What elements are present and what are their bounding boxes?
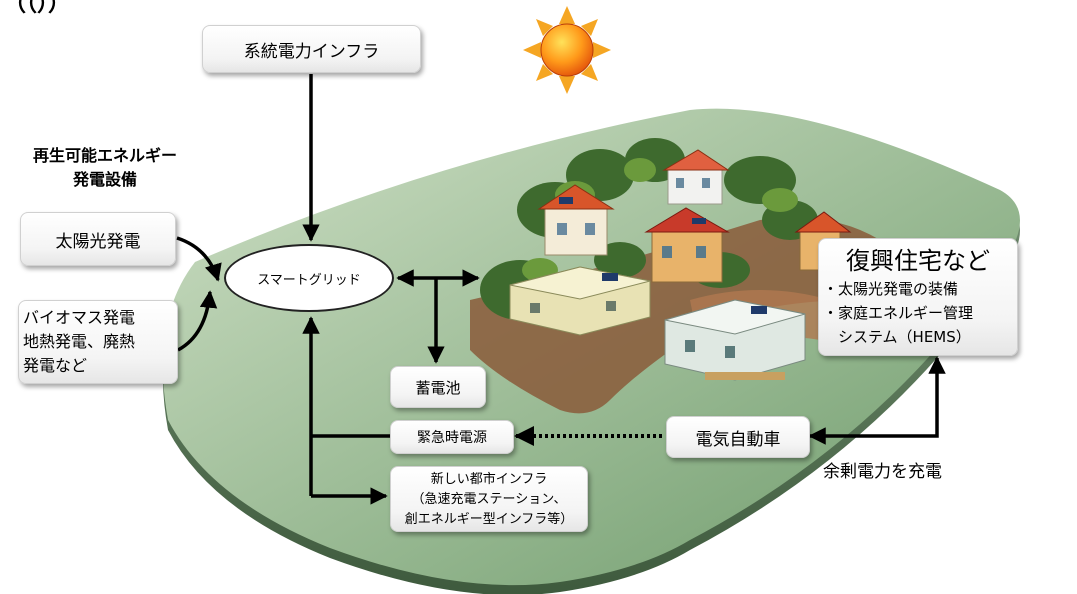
reconstruction-housing-box: 復興住宅など ・太陽光発電の装備 ・家庭エネルギー管理 システム（HEMS） <box>818 238 1018 356</box>
solar-power-box: 太陽光発電 <box>20 212 176 266</box>
grid-infrastructure-box: 系統電力インフラ <box>202 25 421 73</box>
renewable-heading: 再生可能エネルギー 発電設備 <box>10 144 200 192</box>
urban-infrastructure-box: 新しい都市インフラ （急速充電ステーション、 創エネルギー型インフラ等） <box>390 466 588 532</box>
title-fragment: （（）） <box>4 0 71 17</box>
biomass-line1: バイオマス発電 <box>23 308 136 327</box>
village-illustration <box>470 138 880 414</box>
battery-box: 蓄電池 <box>390 366 486 408</box>
arrow-ev-housing <box>808 356 946 445</box>
renewable-heading-line2: 発電設備 <box>72 170 137 189</box>
arrow-biomass-to-smartgrid <box>177 290 218 352</box>
sun-icon <box>523 6 611 94</box>
grid-infrastructure-label: 系統電力インフラ <box>243 41 380 62</box>
solar-power-label: 太陽光発電 <box>55 231 141 252</box>
electric-vehicle-box: 電気自動車 <box>666 416 810 458</box>
housing-item-3: システム（HEMS） <box>823 328 971 346</box>
urban-line1: 新しい都市インフラ <box>430 472 548 487</box>
renewable-heading-line1: 再生可能エネルギー <box>32 146 177 165</box>
housing-title: 復興住宅など <box>846 247 990 275</box>
surplus-charge-label: 余剰電力を充電 <box>823 462 942 482</box>
electric-vehicle-label: 電気自動車 <box>695 429 781 450</box>
battery-label: 蓄電池 <box>415 378 461 397</box>
urban-line2: （急速充電ステーション、 <box>411 492 567 507</box>
biomass-line2: 地熱発電、廃熱 <box>23 332 136 351</box>
housing-item-2: ・家庭エネルギー管理 <box>823 304 974 322</box>
emergency-power-label: 緊急時電源 <box>417 430 487 446</box>
biomass-line3: 発電など <box>23 356 88 375</box>
emergency-power-box: 緊急時電源 <box>390 420 514 454</box>
biomass-power-box: バイオマス発電 地熱発電、廃熱 発電など <box>18 300 178 384</box>
smartgrid-label: スマートグリッド <box>257 272 361 288</box>
urban-line3: 創エネルギー型インフラ等） <box>404 512 574 527</box>
smartgrid-ellipse: スマートグリッド <box>224 244 394 312</box>
arrow-solar-to-smartgrid <box>176 236 222 282</box>
housing-item-1: ・太陽光発電の装備 <box>823 280 959 298</box>
